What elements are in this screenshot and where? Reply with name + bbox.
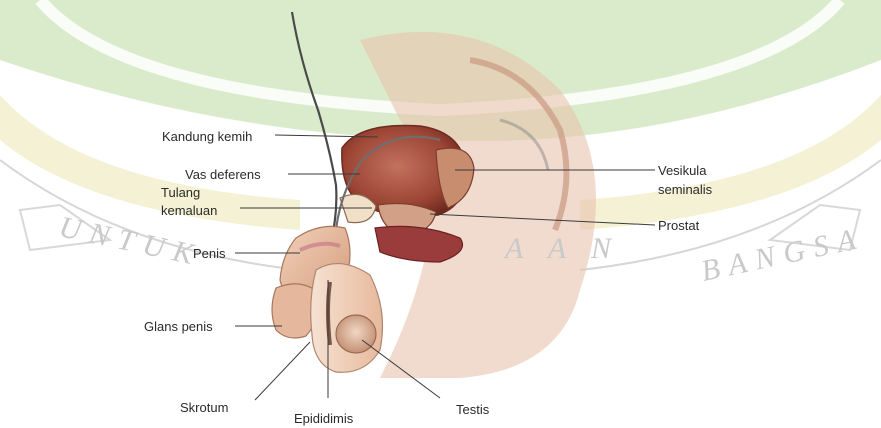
label-pubic-bone-line2: kemaluan [161,202,217,219]
label-testis: Testis [456,401,489,418]
label-seminal-vesicle-line2: seminalis [658,181,712,198]
label-penis: Penis [193,245,226,262]
label-seminal-vesicle-line1: Vesikula [658,162,706,179]
watermark-text-center: A A N [505,232,620,266]
label-bladder: Kandung kemih [162,128,252,145]
label-glans-penis: Glans penis [144,318,213,335]
label-pubic-bone-line1: Tulang [161,184,200,201]
testis-organ [336,315,376,353]
label-scrotum: Skrotum [180,399,228,416]
label-epididymis: Epididimis [294,410,353,427]
label-prostate: Prostat [658,217,699,234]
label-vas-deferens: Vas deferens [185,166,261,183]
